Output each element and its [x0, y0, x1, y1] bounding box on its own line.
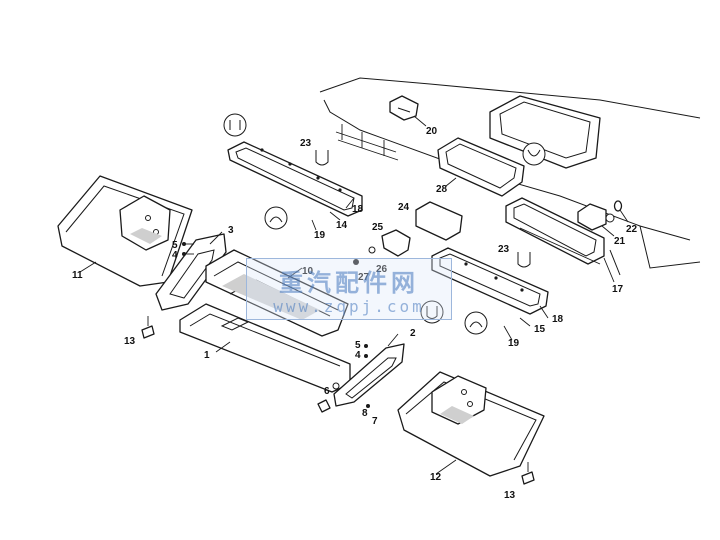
callout-13a: 13	[124, 336, 136, 347]
part-13-foot-right	[521, 462, 535, 485]
callout-24: 24	[398, 202, 410, 213]
callout-4a: 4	[172, 250, 178, 261]
part-2-right-gasket	[333, 343, 405, 407]
callout-21: 21	[614, 236, 626, 247]
callout-5b: 5	[355, 340, 361, 351]
leader-lines	[79, 177, 549, 475]
part-22-bulb	[613, 200, 629, 223]
watermark-url: www.zqpj.com	[273, 297, 425, 316]
part-23-lower-clip	[517, 252, 531, 268]
part-13-foot-left	[141, 316, 155, 339]
roof-hatch-panel	[489, 95, 601, 169]
callout-25: 25	[372, 222, 384, 233]
callout-26: 26	[376, 264, 388, 275]
callout-15: 15	[534, 324, 546, 335]
part-3-left-gasket	[155, 233, 227, 311]
part-25-bracket	[353, 229, 411, 265]
callout-3: 3	[228, 225, 234, 236]
callout-8: 8	[362, 408, 368, 419]
callout-18b: 18	[552, 314, 564, 325]
detail-circle-icons	[223, 113, 546, 335]
callout-20: 20	[426, 126, 438, 137]
callout-2: 2	[410, 328, 416, 339]
callout-14: 14	[336, 220, 348, 231]
callout-18a: 18	[352, 204, 364, 215]
callout-27: 27	[358, 272, 370, 283]
callout-19a: 19	[314, 230, 326, 241]
callout-28: 28	[436, 184, 448, 195]
callout-10: 10	[302, 266, 314, 277]
callout-6: 6	[324, 386, 330, 397]
part-20-marker-lamp	[389, 95, 427, 127]
part-18-upper-lamp-strip	[227, 141, 363, 217]
part-28-lamp-lens	[437, 137, 525, 197]
part-17-right-lamp-strip	[505, 197, 615, 283]
callout-19b: 19	[508, 338, 520, 349]
callout-11: 11	[72, 270, 83, 281]
part-24-mounting-plate	[415, 201, 463, 241]
watermark-logo: 重汽配件网 www.zqpj.com	[246, 258, 452, 320]
callout-7: 7	[372, 416, 378, 427]
callout-12: 12	[430, 472, 442, 483]
callout-4b: 4	[355, 350, 361, 361]
fasteners-left	[182, 242, 194, 256]
callout-23a: 23	[300, 138, 312, 149]
callout-13b: 13	[504, 490, 516, 501]
callout-23b: 23	[498, 244, 510, 255]
part-23-upper-bolts	[315, 124, 399, 166]
callouts: 1 2 3 4 5 4 5 6 7 8 10 11 12 13 13 14 15…	[72, 126, 638, 501]
part-21-lamp-housing	[577, 203, 615, 237]
callout-22: 22	[626, 224, 638, 235]
fasteners-right	[317, 344, 370, 413]
part-11-left-storage-box	[57, 175, 193, 287]
callout-17: 17	[612, 284, 624, 295]
watermark-title: 重汽配件网	[279, 269, 419, 297]
part-15-lamp-frame	[431, 247, 549, 315]
callout-1: 1	[204, 350, 210, 361]
part-12-right-storage-box	[397, 371, 545, 477]
callout-5a: 5	[172, 240, 178, 251]
